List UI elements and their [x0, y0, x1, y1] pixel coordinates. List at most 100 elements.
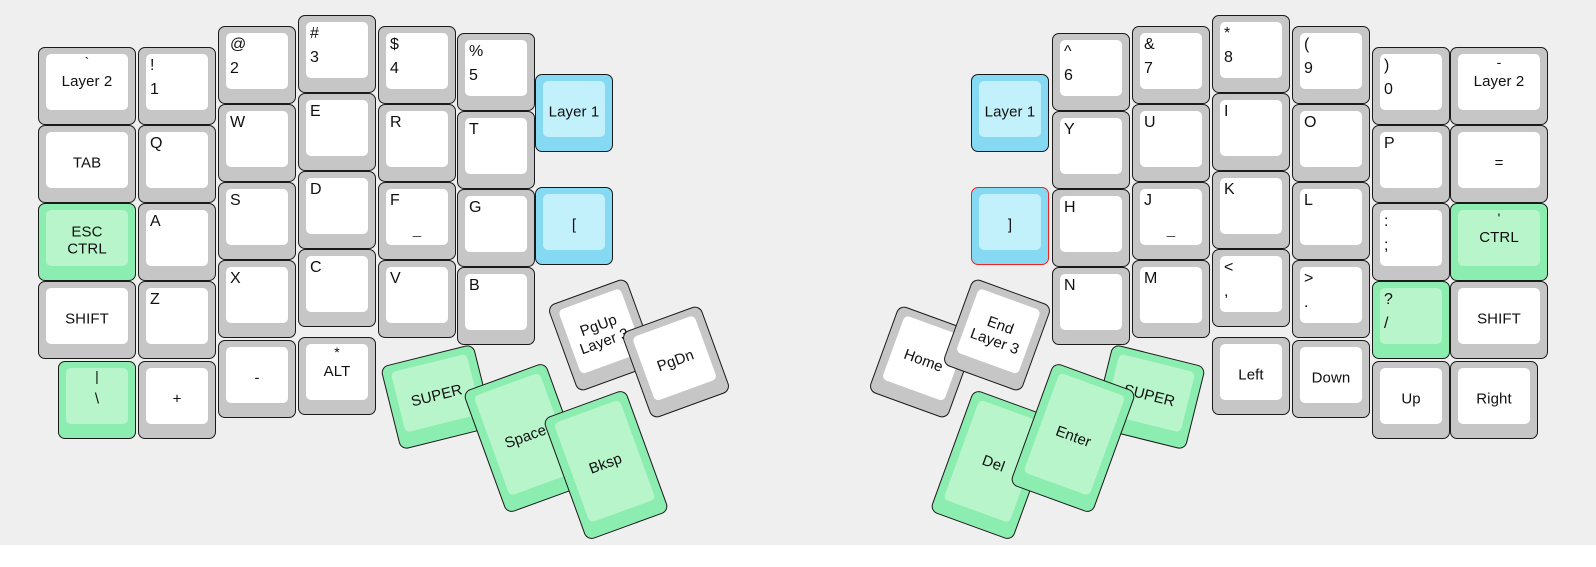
key-l-c4-r4[interactable]: C [298, 249, 376, 327]
key-r-c4-r2[interactable]: I [1212, 93, 1290, 171]
key-l-c4-r1[interactable]: #3 [298, 15, 376, 93]
key-l-c2-r1[interactable]: !1 [138, 47, 216, 125]
key-legend-upper: G [469, 199, 482, 216]
key-legend-upper: C [310, 259, 322, 276]
key-r-c6-r4[interactable]: ?/ [1372, 281, 1450, 359]
key-face [1458, 210, 1540, 266]
key-l-c1-r4[interactable]: SHIFT [38, 281, 136, 359]
key-r-c1-r1[interactable]: Layer 1 [971, 74, 1049, 152]
key-l-c7-r2[interactable]: [ [535, 187, 613, 265]
key-legend-lower: 8 [1224, 49, 1233, 66]
key-l-c4-r5[interactable]: *ALT [298, 337, 376, 415]
key-face [226, 347, 288, 403]
key-r-c7-r5[interactable]: Right [1450, 361, 1538, 439]
key-legend-upper: * [1224, 25, 1231, 42]
key-r-c7-r1[interactable]: -Layer 2 [1450, 47, 1548, 125]
key-r-c3-r1[interactable]: &7 [1132, 26, 1210, 104]
key-r-c2-r1[interactable]: ^6 [1052, 33, 1130, 111]
key-r-c5-r3[interactable]: L [1292, 182, 1370, 260]
key-l-c6-r4[interactable]: B [457, 267, 535, 345]
key-legend-upper: D [310, 181, 322, 198]
key-l-c5-r2[interactable]: R [378, 104, 456, 182]
key-r-c4-r3[interactable]: K [1212, 171, 1290, 249]
key-r-c5-r1[interactable]: (9 [1292, 26, 1370, 104]
key-l-c6-r3[interactable]: G [457, 189, 535, 267]
key-legend-main: Layer 1 [548, 103, 600, 121]
key-r-c7-r3[interactable]: ' CTRL [1450, 203, 1548, 281]
key-r-c4-r5[interactable]: Left [1212, 337, 1290, 415]
key-l-c3-r3[interactable]: S [218, 182, 296, 260]
key-r-c7-r2[interactable]: = [1450, 125, 1548, 203]
key-l-c3-r5[interactable]: - [218, 340, 296, 418]
key-legend-upper: Z [150, 291, 160, 308]
key-l-c2-r3[interactable]: A [138, 203, 216, 281]
key-l-c4-r2[interactable]: E [298, 93, 376, 171]
key-legend-lower: 1 [150, 81, 159, 98]
key-face [146, 288, 208, 344]
key-face [465, 274, 527, 330]
key-r-c2-r3[interactable]: H [1052, 189, 1130, 267]
key-l-c2-r5[interactable]: + [138, 361, 216, 439]
key-face [1300, 267, 1362, 323]
key-face [1458, 54, 1540, 110]
key-legend-upper: F [390, 192, 400, 209]
key-legend-lower: 2 [230, 60, 239, 77]
key-r-c4-r1[interactable]: *8 [1212, 15, 1290, 93]
key-l-c2-r4[interactable]: Z [138, 281, 216, 359]
key-l-c6-r2[interactable]: T [457, 111, 535, 189]
key-l-c3-r1[interactable]: @2 [218, 26, 296, 104]
key-l-c3-r4[interactable]: X [218, 260, 296, 338]
key-face [146, 210, 208, 266]
key-legend-lower: / [1384, 315, 1389, 332]
key-face [543, 194, 605, 250]
key-l-c2-r2[interactable]: Q [138, 125, 216, 203]
key-legend-upper: S [230, 192, 241, 209]
key-r-c6-r1[interactable]: )0 [1372, 47, 1450, 125]
key-legend-main: Left [1238, 366, 1264, 384]
key-legend-upper: ! [150, 57, 155, 74]
key-l-c5-r1[interactable]: $4 [378, 26, 456, 104]
key-r-c3-r2[interactable]: U [1132, 104, 1210, 182]
key-legend-upper: % [469, 43, 484, 60]
key-l-c1-r3[interactable]: ESC CTRL [38, 203, 136, 281]
key-l-c6-r1[interactable]: %5 [457, 33, 535, 111]
key-legend-lower: 5 [469, 67, 478, 84]
key-face [386, 111, 448, 167]
key-face [46, 54, 128, 110]
key-legend-top: ' [1497, 210, 1501, 226]
key-r-c3-r4[interactable]: M [1132, 260, 1210, 338]
key-r-c7-r4[interactable]: SHIFT [1450, 281, 1548, 359]
key-r-c5-r4[interactable]: >. [1292, 260, 1370, 338]
key-r-c4-r4[interactable]: <, [1212, 249, 1290, 327]
key-r-c6-r2[interactable]: P [1372, 125, 1450, 203]
key-r-c5-r5[interactable]: Down [1292, 340, 1370, 418]
key-face [1300, 347, 1362, 403]
key-face [306, 22, 368, 78]
key-r-c1-r2[interactable]: ] [971, 187, 1049, 265]
key-l-c1-r2[interactable]: TAB [38, 125, 136, 203]
key-face [979, 81, 1041, 137]
key-r-c2-r2[interactable]: Y [1052, 111, 1130, 189]
key-face [1060, 40, 1122, 96]
key-r-c5-r2[interactable]: O [1292, 104, 1370, 182]
key-legend-upper: U [1144, 114, 1156, 131]
key-l-c4-r3[interactable]: D [298, 171, 376, 249]
key-l-c1-r1[interactable]: `Layer 2 [38, 47, 136, 125]
key-face [226, 33, 288, 89]
key-r-c3-r3[interactable]: J_ [1132, 182, 1210, 260]
key-legend-main: ] [1007, 216, 1013, 234]
key-legend-main: TAB [72, 154, 102, 172]
key-l-c1-r5[interactable]: |\ [58, 361, 136, 439]
key-l-c7-r1[interactable]: Layer 1 [535, 74, 613, 152]
key-l-c3-r2[interactable]: W [218, 104, 296, 182]
key-r-c2-r4[interactable]: N [1052, 267, 1130, 345]
key-face [146, 132, 208, 188]
key-r-c6-r5[interactable]: Up [1372, 361, 1450, 439]
key-l-c5-r3[interactable]: F_ [378, 182, 456, 260]
key-face [1458, 368, 1530, 424]
key-r-c6-r3[interactable]: :; [1372, 203, 1450, 281]
key-legend-main: CTRL [1479, 228, 1519, 246]
key-legend-main: Layer 1 [984, 103, 1036, 121]
key-face [386, 33, 448, 89]
key-l-c5-r4[interactable]: V [378, 260, 456, 338]
